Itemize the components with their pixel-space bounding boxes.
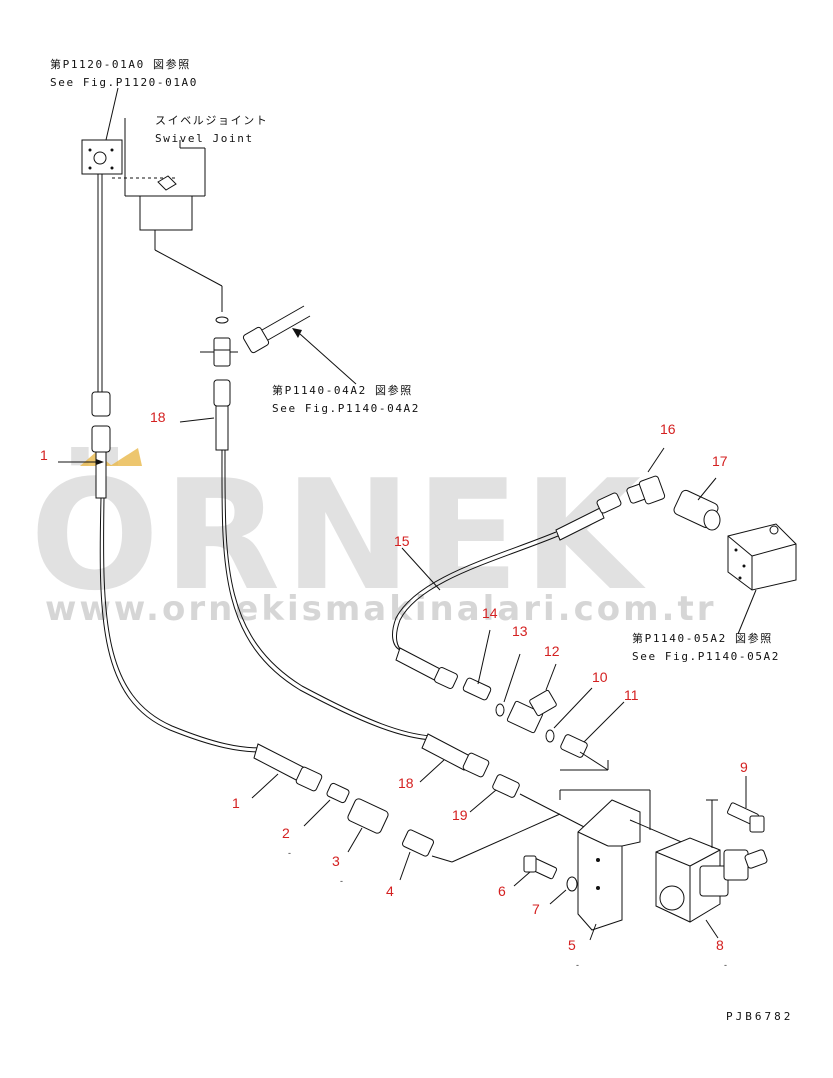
- valve-block-top-left: [81, 87, 123, 392]
- swivel-joint: [112, 118, 223, 312]
- callout-16: 16: [660, 421, 676, 437]
- callout-6: 6: [498, 883, 506, 899]
- part-10-o-ring: [545, 687, 593, 743]
- mark-5: -: [576, 960, 579, 970]
- part-9-bolt: [727, 776, 765, 833]
- part-3-adapter: [347, 798, 389, 853]
- callout-2: 2: [282, 825, 290, 841]
- callout-18-bottom: 18: [398, 775, 414, 791]
- part-13-o-ring: [495, 653, 521, 717]
- callout-12: 12: [544, 643, 560, 659]
- callout-1-top: 1: [40, 447, 48, 463]
- part-12-valve: [506, 663, 557, 734]
- callout-5: 5: [568, 937, 576, 953]
- callout-18-top: 18: [150, 409, 166, 425]
- ref-p1140-05-jp: 第P1140-05A2 図参照: [632, 631, 773, 645]
- swivel-joint-jp: スイベルジョイント: [155, 114, 268, 127]
- part-19-fitting: [469, 774, 591, 831]
- part-4-fitting: [399, 813, 561, 881]
- ref-p1140-04-en: See Fig.P1140-04A2: [272, 402, 420, 415]
- part-17-adapter: [673, 477, 721, 531]
- mark-8: -: [724, 960, 727, 970]
- callout-13: 13: [512, 623, 528, 639]
- watermark-accent-right: [110, 448, 142, 466]
- drawing-code: PJB6782: [726, 1010, 793, 1023]
- mark-3: -: [340, 876, 343, 886]
- callout-3: 3: [332, 853, 340, 869]
- hose-part-18: [179, 379, 490, 783]
- watermark-brand: ÖRNEK: [30, 447, 646, 624]
- part-5-bracket: [559, 760, 651, 941]
- callout-19: 19: [452, 807, 468, 823]
- callout-1-bottom: 1: [232, 795, 240, 811]
- callout-17: 17: [712, 453, 728, 469]
- part-2-fitting: [303, 782, 350, 827]
- callout-10: 10: [592, 669, 608, 685]
- part-11-fitting: [560, 701, 625, 771]
- ref-p1140-04-jp: 第P1140-04A2 図参照: [272, 383, 413, 397]
- callout-8: 8: [716, 937, 724, 953]
- ref-p1120-jp: 第P1120-01A0 図参照: [50, 57, 191, 71]
- callout-4: 4: [386, 883, 394, 899]
- ref-p1120-en: See Fig.P1120-01A0: [50, 76, 198, 89]
- callout-11: 11: [624, 687, 639, 703]
- part-6-bolt: [513, 855, 558, 887]
- part-14-fitting: [462, 629, 492, 701]
- callout-15: 15: [394, 533, 410, 549]
- watermark-url: www.ornekismakinalari.com.tr: [45, 589, 716, 629]
- part-16-elbow: [626, 447, 666, 505]
- mark-2: -: [288, 848, 291, 858]
- swivel-joint-en: Swivel Joint: [155, 132, 254, 145]
- callout-14: 14: [482, 605, 498, 621]
- fitting-upper-center: [200, 305, 357, 385]
- hose-part-1: [58, 391, 323, 799]
- valve-block-right: [727, 523, 797, 635]
- ref-p1140-05-en: See Fig.P1140-05A2: [632, 650, 780, 663]
- hose-part-15: [392, 492, 622, 689]
- callout-9: 9: [740, 759, 748, 775]
- callout-7: 7: [532, 901, 540, 917]
- part-8-valve-assembly: [629, 799, 768, 939]
- part-7-washer: [549, 876, 578, 905]
